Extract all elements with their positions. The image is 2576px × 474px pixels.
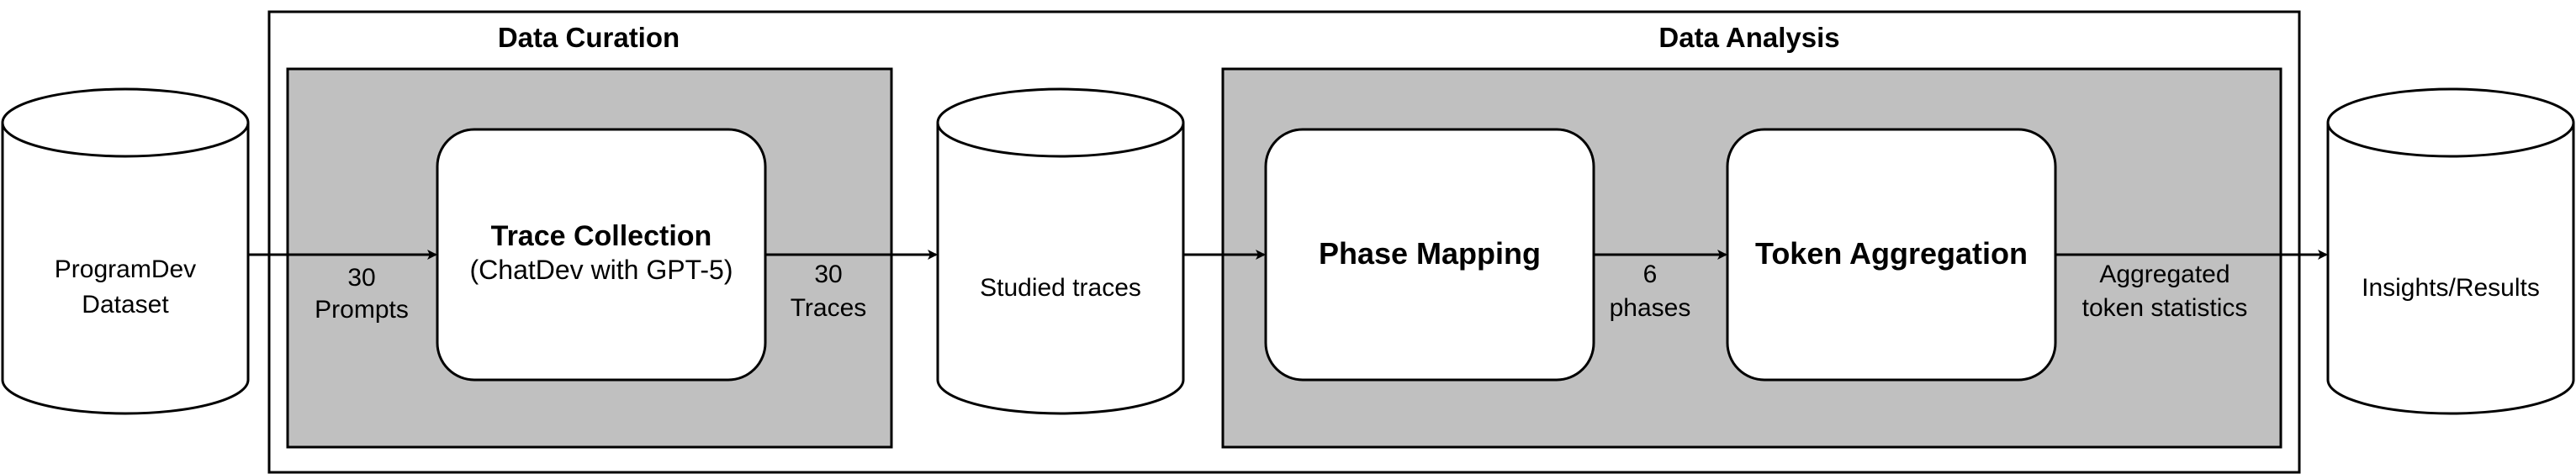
- edge-label-phases: 6 phases: [1610, 261, 1691, 322]
- phase-mapping-title: Phase Mapping: [1319, 236, 1541, 271]
- token-aggregation-box: Token Aggregation: [1726, 128, 2057, 382]
- edge-label-stats-line2: token statistics: [2082, 294, 2248, 322]
- edge-label-stats: Aggregated token statistics: [2082, 261, 2248, 322]
- outer-frame: [267, 10, 2301, 474]
- insights-cylinder: Insights/Results: [2326, 87, 2575, 415]
- section-title-curation: Data Curation: [498, 22, 680, 53]
- phase-mapping-box: Phase Mapping: [1264, 128, 1595, 382]
- trace-collection-subtitle: (ChatDev with GPT-5): [470, 255, 733, 285]
- studied-traces-label: Studied traces: [980, 274, 1141, 302]
- edge-label-prompts: 30 Prompts: [315, 264, 409, 324]
- studied-traces-cylinder: Studied traces: [936, 87, 1185, 415]
- edge-label-traces-line1: 30: [814, 261, 842, 288]
- edge-label-phases-line1: 6: [1643, 261, 1658, 288]
- edge-label-stats-line1: Aggregated: [2099, 261, 2230, 288]
- edge-label-prompts-line2: Prompts: [315, 296, 409, 324]
- edge-label-prompts-line1: 30: [347, 264, 375, 292]
- token-aggregation-title: Token Aggregation: [1755, 236, 2028, 271]
- edge-label-traces: 30 Traces: [791, 261, 867, 322]
- section-title-analysis: Data Analysis: [1658, 22, 1839, 53]
- dataset-label-line1: ProgramDev: [55, 255, 196, 283]
- dataset-label-line2: Dataset: [82, 291, 169, 319]
- edge-label-traces-line2: Traces: [791, 294, 867, 322]
- dataset-cylinder: ProgramDev Dataset: [1, 87, 250, 415]
- trace-collection-title: Trace Collection: [491, 220, 712, 252]
- edge-label-phases-line2: phases: [1610, 294, 1691, 322]
- trace-collection-box: Trace Collection (ChatDev with GPT-5): [436, 128, 767, 382]
- insights-label: Insights/Results: [2362, 274, 2540, 302]
